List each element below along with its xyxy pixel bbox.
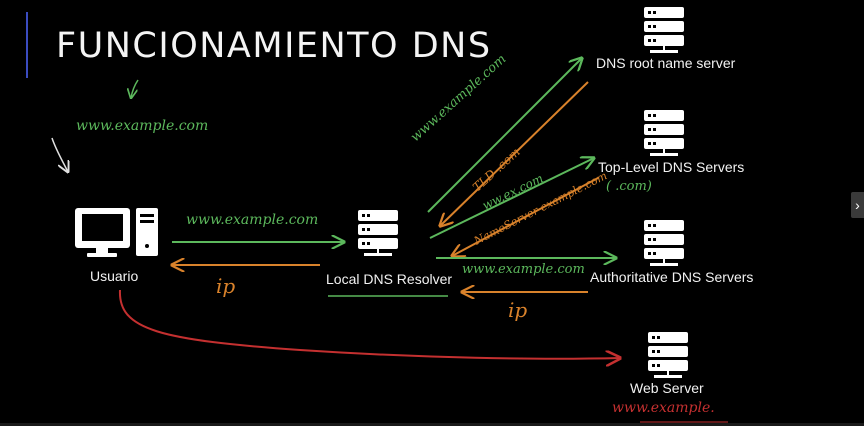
tld-note-label: ( .com) bbox=[606, 179, 652, 194]
authoritative-servers-label: Authoritative DNS Servers bbox=[590, 269, 754, 285]
root-server-icon bbox=[644, 7, 684, 53]
arrow-user-to-webserver bbox=[118, 289, 620, 359]
tld-servers-label: Top-Level DNS Servers bbox=[598, 159, 745, 175]
authoritative-server-icon bbox=[644, 220, 684, 266]
tld-server-icon bbox=[644, 110, 684, 156]
webserver-note-annotation: www.example. bbox=[612, 400, 715, 416]
user-to-resolver-annotation: www.example.com bbox=[186, 212, 319, 228]
arrow-tld-to-resolver bbox=[452, 177, 599, 256]
next-slide-button[interactable]: › bbox=[851, 192, 864, 218]
local-resolver-label: Local DNS Resolver bbox=[326, 271, 453, 287]
auth-to-resolver-annotation: ip bbox=[508, 298, 528, 322]
usuario-label: Usuario bbox=[90, 268, 139, 284]
arrow-resolver-to-tld bbox=[429, 158, 594, 239]
web-server-label: Web Server bbox=[630, 380, 704, 396]
local-resolver-server-icon bbox=[358, 210, 398, 256]
title-accent-bar bbox=[26, 12, 28, 78]
computer-icon bbox=[75, 208, 158, 257]
top-domain-annotation: www.example.com bbox=[76, 118, 209, 134]
resolver-to-user-annotation: ip bbox=[216, 274, 236, 298]
slide-title: FUNCIONAMIENTO DNS bbox=[56, 26, 492, 66]
root-server-label: DNS root name server bbox=[596, 55, 736, 71]
green-hint-arrow bbox=[131, 79, 139, 98]
resolver-to-auth-annotation: www.example.com bbox=[462, 262, 585, 277]
white-hint-arrow bbox=[51, 137, 68, 172]
web-server-icon bbox=[648, 332, 688, 378]
arrow-resolver-to-root bbox=[427, 58, 582, 213]
bottom-strip bbox=[0, 423, 864, 426]
arrow-root-to-resolver bbox=[440, 81, 589, 226]
